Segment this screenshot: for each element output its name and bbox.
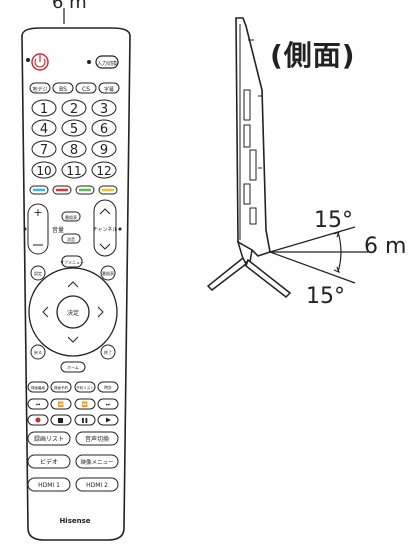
volume-rocker: + 音量 [23, 203, 64, 255]
ok-label: 決定 [67, 309, 79, 317]
channel-label: チャンネル [93, 227, 118, 233]
rec-key-label: 時計 [104, 384, 112, 390]
d-pad: 決定 [28, 267, 118, 357]
svg-text:+: + [33, 206, 42, 219]
number-key: 2 [70, 102, 78, 117]
svg-text:⏭: ⏭ [106, 402, 111, 408]
broadcast-label: CS [82, 86, 90, 93]
volume-label: 音量 [52, 226, 64, 234]
pause-icon [82, 418, 84, 423]
transport-row-2 [27, 414, 119, 426]
sub-menu-button [61, 255, 83, 268]
svg-text:⏩: ⏩ [82, 401, 88, 408]
mute-button [61, 233, 81, 244]
exit-label: 終了 [104, 349, 112, 355]
number-key: 3 [100, 102, 108, 117]
record-icon [35, 417, 41, 423]
input-switch-button [95, 55, 119, 69]
rec-keys-row: 録画番組 録画予約 予約リスト 時計 [27, 381, 119, 393]
exit-button [100, 344, 116, 360]
number-key: 5 [70, 122, 78, 137]
rec-list-label: 録画リスト [34, 435, 64, 443]
program-list-button [61, 211, 81, 222]
audio-switch-button [75, 431, 119, 446]
rec-key-label: 予約リスト [76, 385, 94, 390]
number-key: 10 [36, 164, 51, 178]
rec-list-button [27, 431, 71, 446]
rec-key-label: 録画番組 [31, 385, 45, 390]
top-distance-label: 6 m [52, 0, 87, 13]
ok-button [56, 295, 90, 329]
number-key: 8 [70, 143, 78, 158]
number-key: 7 [40, 143, 48, 158]
settings-button [30, 265, 46, 281]
program-list-label: 番組表 [65, 214, 77, 220]
broadcast-label: BS [59, 86, 67, 93]
stop-icon [58, 418, 63, 423]
play-icon [106, 417, 111, 423]
color-keys [29, 185, 118, 195]
side-view-title: (側面) [270, 39, 356, 72]
home-label: ホーム [67, 365, 79, 370]
sub-menu-label: サブメニュー [60, 259, 84, 265]
back-button [30, 344, 46, 360]
number-key: 9 [100, 143, 108, 158]
lower-angle-line [269, 251, 356, 284]
angle-arc [337, 231, 342, 273]
upper-angle-label: 15° [314, 208, 353, 233]
brand-logo: Hisense [59, 517, 90, 525]
number-key: 1 [40, 102, 48, 117]
hdmi1-button [27, 477, 71, 492]
video-menu-label: 映像メニュー [80, 458, 113, 466]
tv-panel [235, 17, 271, 257]
hdmi2-label: HDMI 2 [86, 482, 108, 489]
channel-rocker: チャンネル [93, 199, 122, 257]
video-label: ビデオ [40, 458, 58, 466]
guide-label: 番組表 [102, 270, 114, 276]
hdmi1-label: HDMI 1 [38, 482, 60, 489]
broadcast-label: 字幕 [104, 86, 114, 93]
svg-text:⏮: ⏮ [36, 402, 41, 408]
rec-key-label: 録画予約 [54, 385, 68, 390]
number-key: 4 [40, 122, 48, 137]
svg-text:⏪: ⏪ [58, 401, 64, 408]
back-label: 戻る [34, 349, 42, 355]
video-menu-button [75, 454, 119, 469]
tv-rear-details [243, 89, 262, 225]
lower-angle-label: 15° [306, 284, 345, 309]
audio-switch-label: 音声切換 [85, 435, 109, 443]
transport-row-1: ⏮ ⏪ ⏩ ⏭ [27, 398, 119, 410]
number-key: 6 [100, 122, 108, 137]
video-button [27, 454, 71, 469]
tv-distance-label: 6 m [364, 234, 407, 259]
home-button [60, 361, 86, 373]
number-key: 11 [66, 164, 81, 178]
input-label: 入力切換 [97, 60, 117, 67]
guide-button [100, 265, 116, 281]
mute-label: 消音 [67, 236, 75, 242]
settings-label: 設定 [34, 270, 42, 276]
tv-stand [206, 240, 292, 298]
hdmi2-button [75, 477, 119, 492]
remote-control: 入力切換 地デジ BS CS 字幕 1 2 3 4 5 6 7 8 9 10 1 [21, 8, 131, 541]
number-key: 12 [96, 164, 111, 178]
number-pad: 1 2 3 4 5 6 7 8 9 10 11 12 [31, 99, 117, 179]
broadcast-row: 地デジ BS CS 字幕 [29, 82, 120, 94]
broadcast-label: 地デジ [32, 86, 47, 93]
